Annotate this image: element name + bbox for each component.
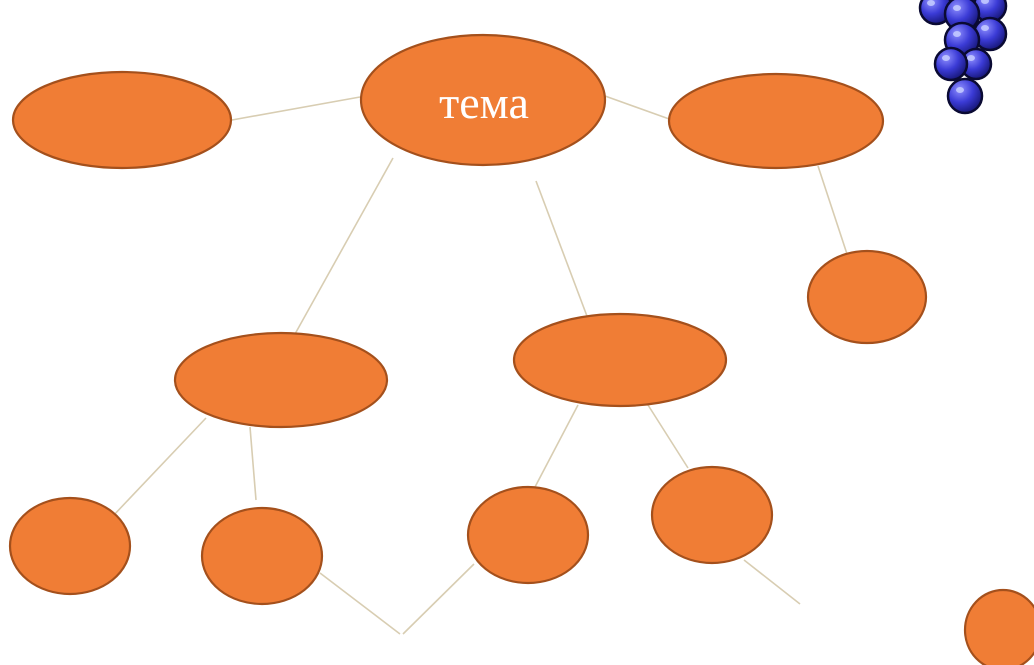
node-bottom-1[interactable] [8, 496, 132, 596]
edge-root-midright [535, 180, 597, 341]
edge-root-right [604, 95, 673, 121]
node-bottom-4[interactable] [650, 465, 774, 565]
edge-bottom2-open [319, 572, 401, 635]
edge-right-smallright [817, 165, 848, 255]
nodes: тема [8, 33, 1034, 665]
node-root[interactable] [359, 33, 607, 167]
edge-midright-bottom3 [534, 404, 579, 488]
node-root-label: тема [439, 77, 529, 128]
node-right-top[interactable] [667, 72, 885, 170]
grapes-icon [918, 0, 1008, 115]
node-left-top[interactable] [11, 70, 233, 170]
node-corner-partial[interactable] [963, 588, 1034, 665]
node-mid-left[interactable] [173, 331, 389, 429]
edge-root-left [231, 96, 361, 121]
edges [111, 95, 848, 635]
edge-midleft-bottom2 [249, 426, 257, 501]
edge-root-midleft [294, 157, 394, 335]
edge-bottom3-open [402, 563, 475, 635]
node-bottom-2[interactable] [200, 506, 324, 606]
node-bottom-3[interactable] [466, 485, 590, 585]
node-right-small[interactable] [806, 249, 928, 345]
node-mid-right[interactable] [512, 312, 728, 408]
edge-midright-bottom4 [647, 404, 689, 469]
edge-bottom4-open [743, 559, 801, 605]
edge-midleft-bottom1 [111, 417, 207, 518]
